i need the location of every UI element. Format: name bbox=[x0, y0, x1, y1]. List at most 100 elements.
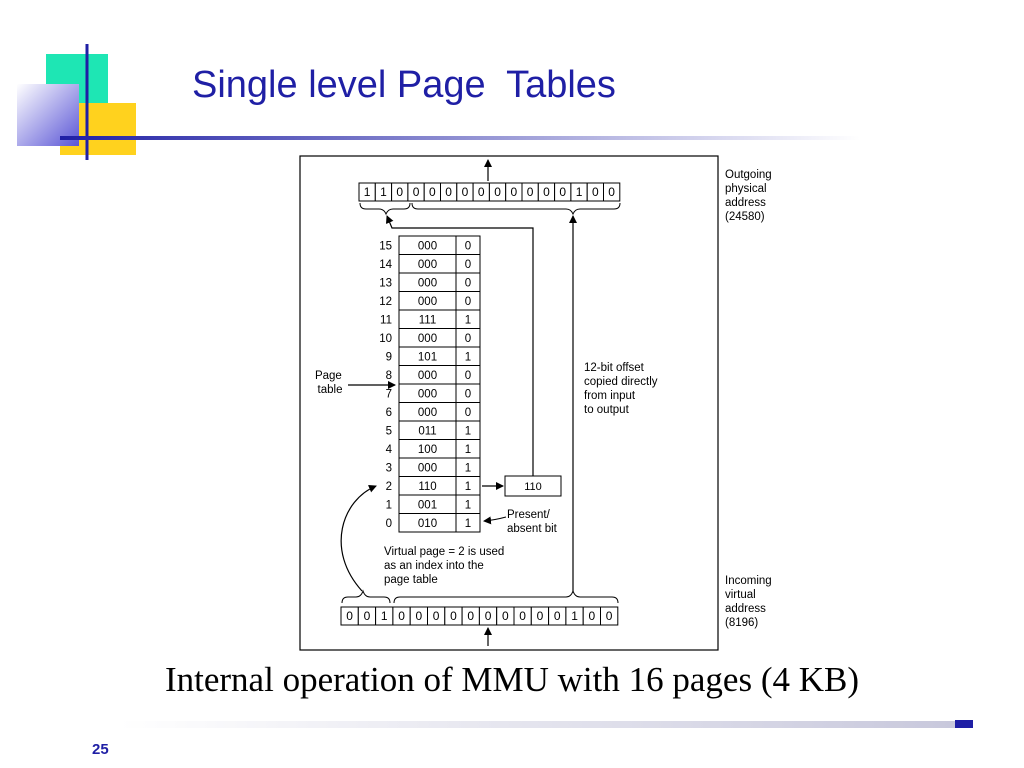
table-row-frame: 000 bbox=[418, 241, 437, 253]
table-row-frame: 000 bbox=[418, 370, 437, 382]
outgoing-bit-value: 0 bbox=[511, 185, 518, 199]
table-row-present: 1 bbox=[465, 426, 471, 438]
table-row-frame: 000 bbox=[418, 389, 437, 401]
incoming-bit-value: 0 bbox=[450, 609, 457, 623]
present-absent-label: Present/ absent bit bbox=[507, 509, 558, 535]
outgoing-bit-value: 1 bbox=[576, 185, 583, 199]
table-row-present: 0 bbox=[465, 389, 471, 401]
present-bit-pointer bbox=[483, 516, 507, 525]
table-row-present: 0 bbox=[465, 370, 471, 382]
table-row-present: 1 bbox=[465, 500, 471, 512]
slide-number: 25 bbox=[92, 741, 109, 758]
title-rule bbox=[60, 136, 860, 140]
table-row-frame: 101 bbox=[418, 352, 437, 364]
table-row-index: 13 bbox=[379, 278, 392, 290]
outgoing-bit-value: 1 bbox=[380, 185, 387, 199]
incoming-bit-value: 0 bbox=[519, 609, 526, 623]
table-row-frame: 011 bbox=[418, 426, 436, 438]
outgoing-bit-value: 0 bbox=[462, 185, 469, 199]
bottom-rule-accent bbox=[955, 720, 973, 728]
table-row-index: 3 bbox=[386, 463, 392, 475]
frame-copy-arrow bbox=[386, 215, 534, 477]
outgoing-bit-value: 0 bbox=[559, 185, 566, 199]
table-row-frame: 100 bbox=[418, 444, 437, 456]
incoming-bit-value: 0 bbox=[537, 609, 544, 623]
incoming-bit-value: 0 bbox=[398, 609, 405, 623]
table-row-index: 7 bbox=[386, 389, 392, 401]
table-row-frame: 010 bbox=[418, 518, 437, 530]
incoming-bit-value: 0 bbox=[433, 609, 440, 623]
incoming-bit-value: 0 bbox=[589, 609, 596, 623]
outgoing-bit-value: 0 bbox=[396, 185, 403, 199]
incoming-bit-cell bbox=[600, 606, 619, 626]
outgoing-bit-value: 0 bbox=[413, 185, 420, 199]
table-row-index: 1 bbox=[386, 500, 392, 512]
table-row-index: 14 bbox=[379, 259, 392, 271]
corner-purple-square bbox=[17, 84, 79, 146]
incoming-bit-value: 1 bbox=[381, 609, 388, 623]
table-row-present: 1 bbox=[465, 463, 471, 475]
table-row-present: 0 bbox=[465, 407, 471, 419]
outgoing-bit-value: 0 bbox=[429, 185, 436, 199]
incoming-label: Incoming virtual address (8196) bbox=[725, 575, 775, 629]
page-table-label: Page table bbox=[315, 370, 345, 396]
outgoing-bit-value: 0 bbox=[527, 185, 534, 199]
table-row-index: 6 bbox=[386, 407, 392, 419]
physical-frame-box bbox=[504, 475, 562, 497]
table-row-index: 0 bbox=[386, 518, 392, 530]
table-row-frame: 111 bbox=[419, 315, 436, 327]
outgoing-frame-brace bbox=[359, 202, 411, 216]
table-row-present: 0 bbox=[465, 278, 471, 290]
table-row-frame: 000 bbox=[418, 259, 437, 271]
table-row-index: 8 bbox=[386, 370, 392, 382]
outgoing-bit-value: 0 bbox=[592, 185, 599, 199]
table-row-index: 11 bbox=[380, 315, 392, 327]
table-row-present: 0 bbox=[465, 241, 471, 253]
slide-caption: Internal operation of MMU with 16 pages … bbox=[164, 660, 860, 699]
table-row-present: 1 bbox=[465, 518, 471, 530]
outgoing-bit-value: 0 bbox=[608, 185, 615, 199]
incoming-bit-value: 0 bbox=[554, 609, 561, 623]
table-row-frame: 000 bbox=[418, 463, 437, 475]
incoming-bit-value: 0 bbox=[606, 609, 613, 623]
table-row-frame: 000 bbox=[418, 296, 437, 308]
table-row-frame: 110 bbox=[418, 481, 436, 493]
incoming-bit-value: 0 bbox=[364, 609, 371, 623]
table-row-index: 10 bbox=[379, 333, 392, 345]
incoming-frame-brace bbox=[341, 589, 391, 604]
outgoing-label: Outgoing physical address (24580) bbox=[725, 169, 775, 223]
table-row-present: 1 bbox=[465, 444, 471, 456]
table-row-frame: 000 bbox=[418, 407, 437, 419]
incoming-bit-value: 0 bbox=[485, 609, 492, 623]
outgoing-bit-value: 0 bbox=[494, 185, 501, 199]
outgoing-bit-value: 0 bbox=[478, 185, 485, 199]
table-row-present: 1 bbox=[465, 315, 471, 327]
outgoing-bit-value: 1 bbox=[364, 185, 371, 199]
diagram-frame bbox=[299, 155, 719, 651]
table-row-present: 0 bbox=[465, 333, 471, 345]
table-row-present: 1 bbox=[465, 352, 471, 364]
table-row-index: 9 bbox=[386, 352, 392, 364]
offset-label: 12-bit offset copied directly from input… bbox=[584, 362, 661, 416]
physical-frame-value: 110 bbox=[524, 481, 542, 493]
incoming-bit-value: 0 bbox=[346, 609, 353, 623]
outgoing-bit-value: 0 bbox=[543, 185, 550, 199]
table-row-present: 0 bbox=[465, 259, 471, 271]
table-row-index: 12 bbox=[379, 296, 392, 308]
bottom-rule bbox=[120, 721, 955, 728]
table-row-index: 15 bbox=[379, 241, 392, 253]
page-title: Single level Page Tables bbox=[192, 64, 616, 106]
outgoing-offset-brace bbox=[411, 202, 621, 216]
table-row-index: 5 bbox=[386, 426, 392, 438]
table-row-frame: 000 bbox=[418, 333, 437, 345]
index-curve-arrow bbox=[340, 484, 377, 592]
table-row-index: 2 bbox=[386, 481, 392, 493]
table-row-frame: 001 bbox=[418, 500, 437, 512]
virtual-page-note: Virtual page = 2 is used as an index int… bbox=[384, 546, 508, 586]
table-row-present-cell bbox=[455, 513, 481, 533]
